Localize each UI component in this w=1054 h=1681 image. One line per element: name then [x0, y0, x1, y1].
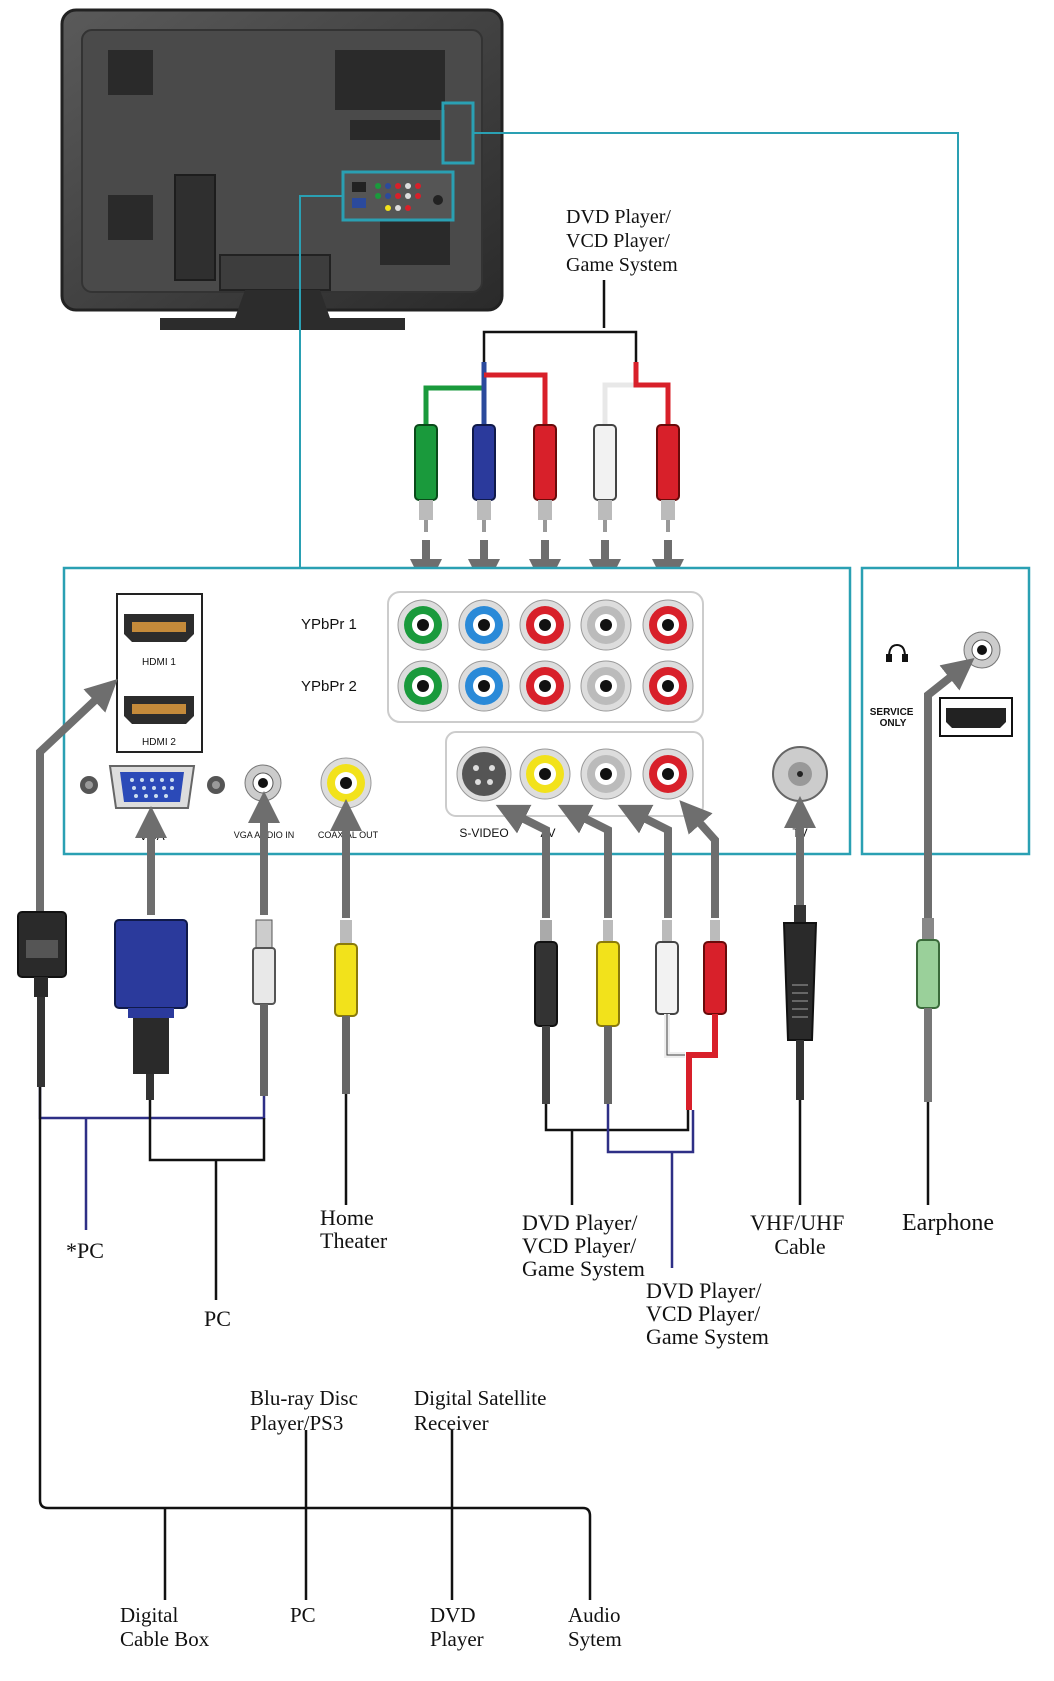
s-video-label: S-VIDEO — [459, 826, 508, 840]
plug-red-r — [656, 424, 680, 532]
dvd-source-b-bracket — [606, 1104, 695, 1268]
vga-port[interactable] — [108, 765, 196, 809]
hdmi-1-label: HDMI 1 — [142, 657, 176, 668]
hdmi-2-port[interactable] — [124, 696, 194, 724]
dvd-source-a-label: DVD Player/ VCD Player/ Game System — [522, 1210, 645, 1281]
tv-antenna-jack[interactable] — [772, 746, 828, 802]
component-cables — [423, 362, 671, 430]
av-r-plug — [686, 920, 727, 1110]
hdmi-2-label: HDMI 2 — [142, 737, 176, 748]
hdmi-plug — [17, 911, 67, 1087]
component-plugs — [414, 424, 680, 532]
vhf-uhf-cable-label: VHF/UHF Cable — [750, 1210, 850, 1259]
ypbpr-jacks[interactable] — [397, 599, 694, 712]
ypbpr-2-label: YPbPr 2 — [301, 678, 357, 695]
bluray-label: Blu-ray Disc Player/PS3 — [250, 1386, 363, 1435]
service-hdmi-port[interactable] — [939, 697, 1013, 737]
vga-audio-in-jack[interactable] — [244, 764, 282, 802]
vga-plug — [114, 919, 188, 1100]
headphone-icon — [886, 643, 908, 662]
pc-bracket — [148, 1100, 266, 1300]
panel-leader-lines — [299, 132, 959, 572]
pc-star-label: *PC — [66, 1238, 104, 1263]
dvd-source-a-bracket — [544, 1104, 690, 1205]
vga-screw-left — [80, 776, 98, 794]
audio-system-label: Audio Sytem — [568, 1603, 626, 1651]
av-video-jack[interactable] — [519, 748, 571, 800]
av-r-jack[interactable] — [642, 748, 694, 800]
plug-white — [593, 424, 617, 532]
pc-bottom-label: PC — [290, 1603, 316, 1627]
plug-green — [414, 424, 438, 532]
ypbpr-1-label: YPbPr 1 — [301, 616, 357, 633]
av-l-jack[interactable] — [580, 748, 632, 800]
plug-blue — [472, 424, 496, 532]
earphone-jack[interactable] — [963, 631, 1001, 669]
coaxial-out-jack[interactable] — [320, 757, 372, 809]
dvd-source-b-label: DVD Player/ VCD Player/ Game System — [646, 1278, 769, 1349]
coaxial-plug — [334, 920, 358, 1094]
pc-star-bracket — [38, 1087, 266, 1230]
top-source-bracket — [482, 280, 638, 362]
hdmi-source-tree — [38, 1087, 592, 1600]
pc-label: PC — [204, 1306, 231, 1331]
top-component-source-label: DVD Player/ VCD Player/ Game System — [566, 206, 678, 276]
tv-back-illustration — [60, 8, 504, 330]
s-video-jack[interactable] — [456, 746, 512, 802]
earphone-plug — [916, 918, 940, 1102]
earphone-label: Earphone — [902, 1210, 994, 1236]
av-l-plug — [655, 920, 685, 1058]
input-arrows — [36, 658, 975, 925]
vga-screw-right — [207, 776, 225, 794]
antenna-plug — [782, 905, 818, 1100]
vga-audio-plug — [252, 919, 276, 1096]
digital-cable-box-label: Digital Cable Box — [120, 1603, 210, 1651]
service-only-label: SERVICE ONLY — [870, 707, 917, 729]
satellite-label: Digital Satellite Receiver — [414, 1386, 552, 1435]
hdmi-1-port[interactable] — [124, 614, 194, 642]
s-video-plug — [534, 920, 558, 1104]
dvd-player-label: DVD Player — [430, 1603, 484, 1651]
plug-red-pr — [533, 424, 557, 532]
av-video-plug — [596, 920, 620, 1104]
home-theater-label: Home Theater — [320, 1205, 388, 1253]
